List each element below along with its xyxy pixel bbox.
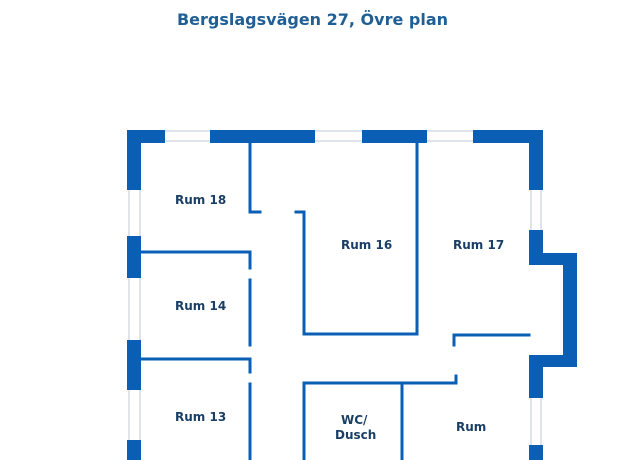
room-label-rum13: Rum 13	[175, 410, 226, 424]
wall-bay-right	[563, 253, 577, 367]
floor-plan-title: Bergslagsvägen 27, Övre plan	[176, 10, 449, 29]
wall-rum16-left	[294, 141, 419, 336]
room-label-rum16: Rum 16	[341, 238, 392, 252]
wall-wc-top	[302, 374, 458, 460]
room-label-rum18: Rum 18	[175, 193, 226, 207]
interior-walls	[139, 141, 531, 460]
wall-top-c	[362, 130, 427, 143]
wall-left-d	[127, 440, 141, 460]
wall-top-d	[473, 130, 543, 143]
wall-rum18-right	[248, 141, 262, 214]
wall-right-d	[529, 445, 543, 460]
room-label-rum: Rum	[456, 420, 486, 434]
wall-right-a	[529, 130, 543, 190]
room-label-rum17: Rum 17	[453, 238, 504, 252]
wall-right-c	[529, 355, 543, 398]
room-label-wc-line1: WC/	[341, 413, 368, 427]
wall-left-a	[127, 130, 141, 190]
wall-left-b	[127, 236, 141, 278]
exterior-walls	[127, 130, 577, 460]
windows	[128, 130, 542, 445]
wall-rum14-bottom	[139, 357, 252, 374]
wall-top-b	[210, 130, 315, 143]
wall-rum17-bottom	[452, 333, 531, 347]
room-label-rum14: Rum 14	[175, 299, 226, 313]
room-label-wc-line2: Dusch	[335, 428, 376, 442]
wall-rum18-bottom	[139, 250, 252, 270]
wall-left-c	[127, 340, 141, 390]
